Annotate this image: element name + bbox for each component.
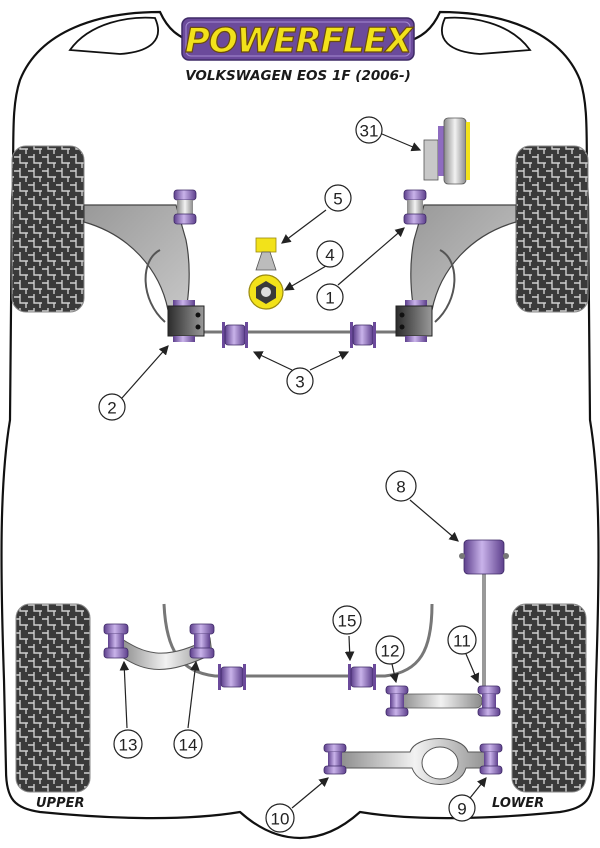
- callout-arrows: [119, 133, 487, 809]
- callout-5: 5: [324, 184, 352, 212]
- rear-anti-roll-bar: [162, 603, 434, 678]
- bushing-front-arb-left: [222, 322, 248, 348]
- arrow-1: [337, 227, 405, 286]
- arrow-5: [281, 209, 327, 244]
- bushing-rear-upper-13: [103, 623, 129, 659]
- arrow-9: [469, 777, 487, 799]
- bushing-front-right-lower: [395, 300, 433, 342]
- engine-mount-link: [248, 237, 284, 310]
- body-shoulder-right: [441, 16, 532, 55]
- brand-name: POWERFLEX: [185, 21, 414, 61]
- arrow-14: [187, 660, 200, 729]
- callout-13: 13: [113, 729, 143, 759]
- callout-11: 11: [447, 625, 477, 655]
- bushing-front-right-upper: [403, 189, 427, 225]
- callout-14: 14: [173, 729, 203, 759]
- gearbox-mount: [423, 117, 470, 185]
- bushing-front-left-upper: [173, 189, 197, 225]
- callout-4: 4: [316, 240, 344, 268]
- svg-text:13: 13: [119, 736, 138, 755]
- rear-lateral-link: [399, 693, 483, 709]
- svg-text:9: 9: [457, 800, 466, 819]
- tyre-rear-right: [511, 603, 587, 793]
- arrow-31: [381, 133, 422, 152]
- arrow-12: [389, 663, 399, 684]
- callout-12: 12: [375, 635, 405, 665]
- svg-text:1: 1: [325, 289, 334, 308]
- bushing-rear-arb-right: [348, 664, 376, 690]
- lower-label: LOWER: [492, 796, 544, 811]
- callout-10: 10: [265, 803, 295, 833]
- tyre-rear-left: [15, 603, 91, 793]
- arrow-4: [283, 265, 327, 291]
- bushing-rear-lower-10: [323, 743, 347, 775]
- bushing-front-left-lower: [167, 300, 205, 342]
- svg-text:31: 31: [360, 122, 379, 141]
- front-right-arm-link: [434, 249, 456, 323]
- powerflex-logo: POWERFLEX: [181, 17, 415, 62]
- bushing-rear-lower-9: [479, 743, 503, 775]
- arrow-8: [409, 499, 459, 542]
- callout-31: 31: [355, 116, 383, 144]
- svg-text:8: 8: [396, 478, 405, 497]
- arrow-3b: [309, 351, 350, 371]
- svg-text:3: 3: [295, 373, 304, 392]
- bushing-front-arb-right: [350, 322, 376, 348]
- svg-text:14: 14: [179, 736, 198, 755]
- svg-text:2: 2: [107, 399, 116, 418]
- car-body-outline: [0, 10, 600, 840]
- callout-1: 1: [316, 283, 344, 311]
- bushing-rear-arb-left: [218, 664, 246, 690]
- upper-label: UPPER: [36, 796, 85, 811]
- svg-text:10: 10: [271, 810, 290, 829]
- svg-text:15: 15: [338, 612, 357, 631]
- arrow-15: [344, 635, 355, 662]
- arrow-3a: [252, 351, 293, 371]
- bushing-rear-link-12: [385, 685, 409, 717]
- svg-text:4: 4: [325, 246, 334, 265]
- callout-15: 15: [332, 605, 362, 635]
- tyre-front-left: [11, 145, 85, 313]
- callout-3: 3: [286, 367, 314, 395]
- bushing-rear-link-11: [477, 685, 501, 717]
- vehicle-subtitle: VOLKSWAGEN EOS 1F (2006-): [185, 68, 411, 84]
- bushing-rear-upper-14: [189, 623, 215, 659]
- svg-text:5: 5: [333, 190, 342, 209]
- bushing-drop-link-8: [459, 539, 509, 575]
- body-shoulder-left: [68, 16, 159, 55]
- callout-8: 8: [385, 470, 417, 502]
- svg-text:12: 12: [381, 642, 400, 661]
- arrow-11: [465, 653, 480, 684]
- arrow-10: [291, 777, 329, 809]
- svg-text:11: 11: [453, 632, 471, 651]
- front-left-arm-link: [144, 249, 166, 323]
- tyre-front-right: [515, 145, 589, 313]
- callout-9: 9: [448, 794, 476, 822]
- arrow-2: [121, 345, 169, 399]
- arrow-13: [119, 660, 130, 729]
- callout-2: 2: [98, 393, 126, 421]
